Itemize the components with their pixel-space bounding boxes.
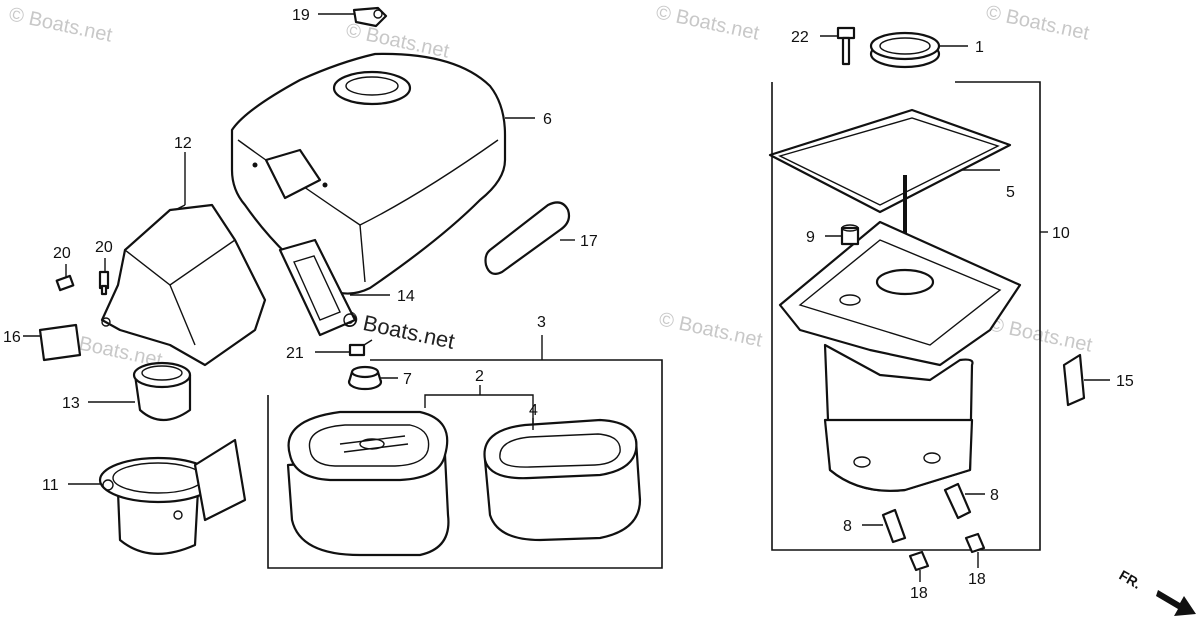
part-gasket xyxy=(278,238,357,337)
callout-5: 5 xyxy=(1006,184,1015,201)
callout-3: 3 xyxy=(537,314,546,331)
callout-19: 19 xyxy=(292,7,310,24)
part-label-right xyxy=(1062,353,1086,407)
part-foam-element xyxy=(483,418,642,542)
part-label-left xyxy=(38,323,82,362)
callout-20b: 20 xyxy=(95,239,113,256)
part-screw xyxy=(348,339,373,357)
callout-16: 16 xyxy=(3,329,21,346)
callout-8a: 8 xyxy=(990,487,999,504)
part-drain-tube-b xyxy=(881,508,907,544)
front-direction-marker: FR. xyxy=(1117,567,1196,616)
callout-11: 11 xyxy=(42,477,59,494)
part-bolt xyxy=(836,26,856,66)
front-arrow-icon xyxy=(1156,590,1196,616)
callout-4: 4 xyxy=(529,402,538,419)
callout-22: 22 xyxy=(791,29,809,46)
part-grommet-ring xyxy=(869,31,941,69)
part-tube xyxy=(484,201,571,275)
part-element-case xyxy=(98,438,247,555)
callout-13: 13 xyxy=(62,395,80,412)
callout-labels: 1 2 3 4 5 6 7 8 8 9 10 11 12 13 14 15 16… xyxy=(3,7,1134,602)
callout-15: 15 xyxy=(1116,373,1134,390)
callout-10: 10 xyxy=(1052,225,1070,242)
part-small-bolt-a xyxy=(55,274,75,292)
part-cylindrical-filter xyxy=(132,361,192,422)
watermark-3: © Boats.net xyxy=(654,1,762,44)
part-cap-nut xyxy=(347,365,383,391)
part-duct-cover xyxy=(100,203,267,367)
part-drain-cap-a xyxy=(908,550,930,572)
callout-1: 1 xyxy=(975,39,984,56)
part-air-cleaner-cover xyxy=(230,52,507,295)
watermark-6: © Boats.net xyxy=(657,308,765,351)
callout-20a: 20 xyxy=(53,245,71,262)
part-drain-tube-a xyxy=(943,482,972,520)
front-label: FR. xyxy=(1117,567,1145,592)
callout-8b: 8 xyxy=(843,518,852,535)
callout-18a: 18 xyxy=(910,585,928,602)
part-clip xyxy=(352,6,388,28)
callout-9: 9 xyxy=(806,229,815,246)
part-cap xyxy=(840,224,860,246)
leader-lines xyxy=(23,13,1110,582)
callout-2: 2 xyxy=(475,368,484,385)
part-drain-cap-b xyxy=(964,532,986,554)
callout-17: 17 xyxy=(580,233,598,250)
watermark-4: © Boats.net xyxy=(984,1,1092,44)
part-packing xyxy=(768,108,1012,214)
callout-12: 12 xyxy=(174,135,192,152)
callout-18b: 18 xyxy=(968,571,986,588)
callout-21: 21 xyxy=(286,345,304,362)
callout-14: 14 xyxy=(397,288,415,305)
part-air-cleaner-case xyxy=(778,175,1022,492)
watermark-1: © Boats.net xyxy=(7,3,115,46)
part-filter-element xyxy=(286,410,450,557)
part-small-bolt-b xyxy=(98,270,110,296)
callout-6: 6 xyxy=(543,111,552,128)
callout-7: 7 xyxy=(403,371,412,388)
